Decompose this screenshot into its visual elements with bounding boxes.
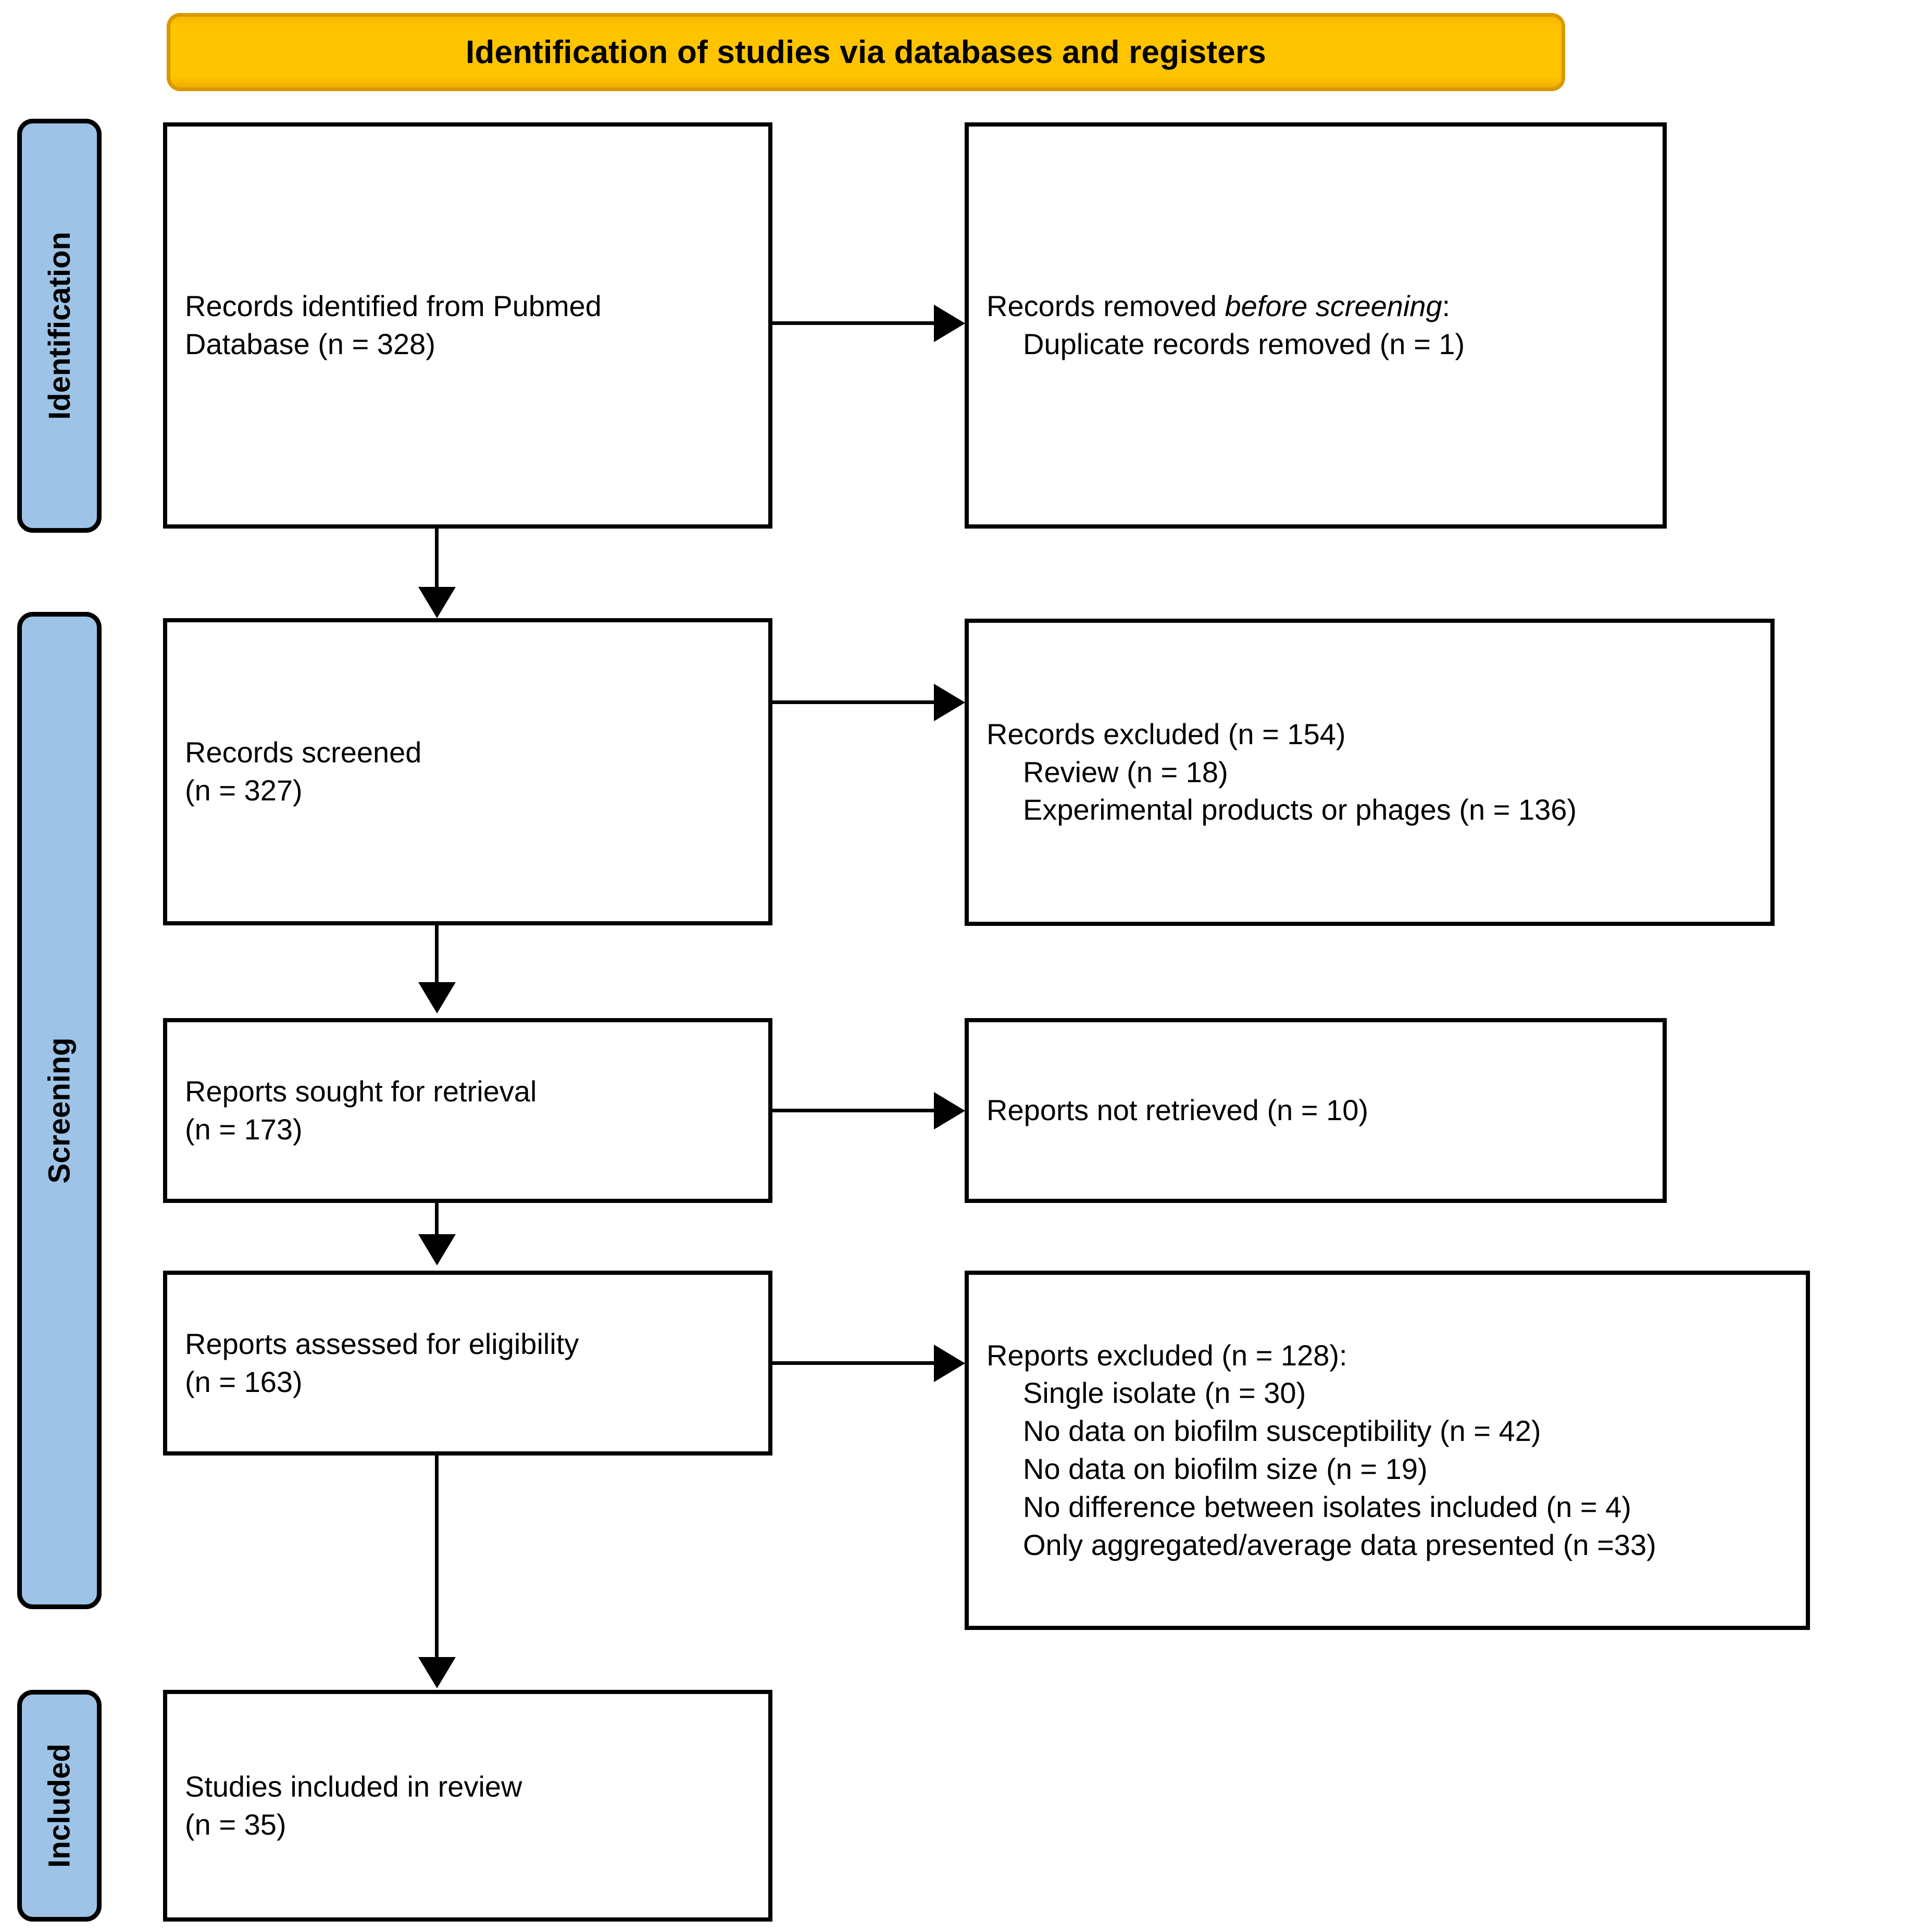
records-removed-emphasis: before screening [1225, 290, 1442, 323]
connector-assessed-to-excluded [772, 1361, 934, 1365]
records-removed-prefix: Records removed [987, 290, 1225, 323]
reports-excluded-line5: No difference between isolates included … [1023, 1490, 1631, 1523]
records-excluded-line1: Records excluded (n = 154) [987, 717, 1346, 750]
reports-excluded-line4: No data on biofilm size (n = 19) [1023, 1452, 1428, 1485]
box-records-excluded-text: Records excluded (n = 154) Review (n = 1… [969, 716, 1770, 829]
records-identified-line2: Database (n = 328) [185, 328, 435, 360]
diagram-header-banner: Identification of studies via databases … [167, 13, 1565, 91]
banner-title: Identification of studies via databases … [466, 34, 1266, 70]
reports-excluded-line3: No data on biofilm susceptibility (n = 4… [1023, 1414, 1541, 1448]
records-removed-suffix: : [1442, 290, 1451, 323]
box-reports-excluded: Reports excluded (n = 128): Single isola… [965, 1271, 1810, 1630]
box-records-excluded: Records excluded (n = 154) Review (n = 1… [965, 619, 1775, 926]
records-identified-line1: Records identified from Pubmed [185, 290, 602, 323]
records-removed-line2: Duplicate records removed (n = 1) [1023, 328, 1465, 360]
arrowhead-assessed-to-included [418, 1657, 456, 1688]
records-excluded-line2: Review (n = 18) [1023, 755, 1228, 788]
box-studies-included: Studies included in review (n = 35) [163, 1690, 772, 1922]
connector-screened-to-sought [435, 925, 439, 984]
box-records-identified: Records identified from Pubmed Database … [163, 122, 772, 529]
reports-not-retrieved-line1: Reports not retrieved (n = 10) [987, 1094, 1369, 1127]
arrowhead-screened-to-sought [418, 982, 456, 1013]
connector-identified-to-screened [435, 529, 439, 588]
stage-tab-identification-label: Identification [42, 232, 77, 420]
box-reports-not-retrieved: Reports not retrieved (n = 10) [965, 1018, 1667, 1203]
reports-sought-line1: Reports sought for retrieval [185, 1074, 537, 1108]
records-screened-line2: (n = 327) [185, 774, 303, 807]
box-studies-included-text: Studies included in review (n = 35) [167, 1768, 768, 1844]
box-records-removed-text: Records removed before screening: Duplic… [969, 287, 1663, 363]
box-reports-assessed: Reports assessed for eligibility (n = 16… [163, 1271, 772, 1456]
reports-excluded-line1: Reports excluded (n = 128): [987, 1338, 1347, 1372]
reports-excluded-line6: Only aggregated/average data presented (… [1023, 1528, 1656, 1561]
connector-sought-to-assessed [435, 1203, 439, 1235]
box-records-removed: Records removed before screening: Duplic… [965, 122, 1667, 529]
arrowhead-assessed-to-excluded [934, 1345, 965, 1382]
box-reports-excluded-text: Reports excluded (n = 128): Single isola… [969, 1337, 1806, 1564]
records-removed-line1: Records removed before screening: [987, 287, 1645, 325]
stage-tab-included: Included [17, 1690, 102, 1922]
arrowhead-identified-to-removed [934, 305, 965, 342]
studies-included-line1: Studies included in review [185, 1770, 522, 1803]
arrowhead-identified-to-screened [418, 587, 456, 618]
connector-identified-to-removed [772, 321, 934, 325]
reports-assessed-line1: Reports assessed for eligibility [185, 1327, 579, 1360]
arrowhead-sought-to-assessed [418, 1234, 456, 1265]
box-reports-sought: Reports sought for retrieval (n = 173) [163, 1018, 772, 1203]
box-records-screened-text: Records screened (n = 327) [167, 734, 768, 810]
arrowhead-screened-to-excluded [934, 684, 965, 721]
box-reports-not-retrieved-text: Reports not retrieved (n = 10) [969, 1092, 1663, 1130]
box-reports-assessed-text: Reports assessed for eligibility (n = 16… [167, 1325, 768, 1401]
stage-tab-identification: Identification [17, 119, 102, 533]
stage-tab-screening-label: Screening [42, 1037, 77, 1184]
reports-excluded-line2: Single isolate (n = 30) [1023, 1376, 1306, 1410]
arrowhead-sought-to-not-retrieved [934, 1092, 965, 1130]
reports-assessed-line2: (n = 163) [185, 1365, 303, 1398]
connector-screened-to-excluded [772, 700, 934, 704]
box-records-screened: Records screened (n = 327) [163, 618, 772, 925]
stage-tab-included-label: Included [42, 1743, 77, 1868]
connector-sought-to-not-retrieved [772, 1109, 934, 1112]
connector-assessed-to-included [435, 1456, 439, 1659]
records-excluded-line3: Experimental products or phages (n = 136… [1023, 793, 1577, 826]
box-records-identified-text: Records identified from Pubmed Database … [167, 287, 768, 363]
records-screened-line1: Records screened [185, 736, 422, 769]
stage-tab-screening: Screening [17, 612, 102, 1609]
studies-included-line2: (n = 35) [185, 1808, 286, 1841]
reports-sought-line2: (n = 173) [185, 1112, 303, 1146]
box-reports-sought-text: Reports sought for retrieval (n = 173) [167, 1073, 768, 1149]
